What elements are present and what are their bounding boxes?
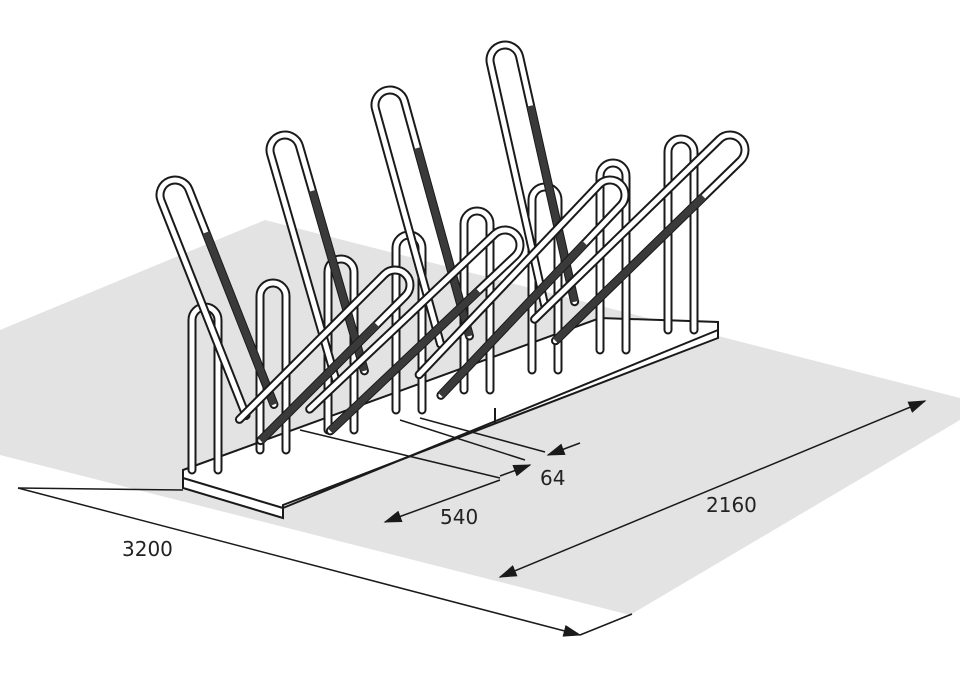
depth-label: 2160 xyxy=(706,493,757,517)
tilted-loop-front xyxy=(416,177,628,398)
tilted-loop-rear xyxy=(372,87,472,347)
vertical-hoop xyxy=(665,136,697,333)
rubber-stripe xyxy=(527,104,579,303)
tilted-loop-rear xyxy=(157,177,277,419)
tilted-loop-rear xyxy=(267,132,367,382)
dimension-spacing xyxy=(299,429,501,523)
rubber-stripe xyxy=(553,194,706,344)
rubber-stripe xyxy=(327,288,481,434)
vertical-hoop xyxy=(325,256,357,433)
rack-hoops xyxy=(155,40,750,475)
tilted-loop-front xyxy=(307,227,523,434)
tilted-loop-front xyxy=(532,132,748,344)
dimension-depth xyxy=(498,400,927,578)
spacing-label: 540 xyxy=(440,505,478,529)
length-label: 3200 xyxy=(122,537,173,561)
vertical-hoop xyxy=(597,160,629,353)
rubber-stripe xyxy=(258,322,380,444)
vertical-hoop xyxy=(257,280,289,453)
dimension-length xyxy=(17,487,633,637)
dimension-slot-width xyxy=(399,417,581,477)
vertical-hoop xyxy=(461,208,493,393)
tilted-loop-rear xyxy=(487,42,578,311)
rubber-stripe xyxy=(438,240,588,398)
rubber-stripe xyxy=(202,231,278,406)
tilted-loop-front xyxy=(236,267,413,444)
slot-width-label: 64 xyxy=(540,466,565,490)
